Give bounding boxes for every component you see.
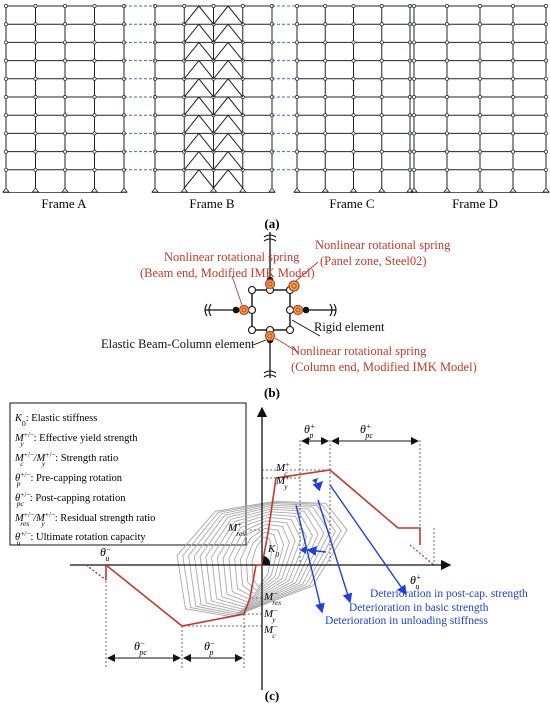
legend-item-mres: M+/−res/M+/−y: Residual strength ratio (14, 510, 155, 528)
legend-item-my: M+/−y: Effective yield strength (14, 430, 138, 448)
label-mc-minus: M−c (263, 622, 278, 640)
column-spring-label-1: Nonlinear rotational spring (291, 344, 427, 358)
panel-spring-label-1: Nonlinear rotational spring (315, 238, 451, 252)
elastic-element-label: Elastic Beam-Column element (101, 337, 255, 351)
legend-item-thetau: θ+/−u: Ultimate rotation capacity (15, 529, 146, 547)
frame-b-label: Frame B (189, 196, 234, 211)
legend-item-k0: K0: Elastic stiffness (14, 413, 97, 428)
deterioration-postcap: Deterioration in post-cap. strength (370, 588, 528, 600)
spring-beam-right-icon (292, 304, 304, 316)
frame-d-label: Frame D (452, 196, 498, 211)
deterioration-basic: Deterioration in basic strength (349, 602, 489, 614)
rigid-element-label: Rigid element (314, 320, 385, 334)
legend-item-thetap: θ+/−p: Pre-capping rotation (15, 470, 123, 488)
beam-spring-label-1: Nonlinear rotational spring (164, 250, 300, 264)
label-thetapc-minus: θ−pc (134, 639, 147, 657)
label-thetapc-plus: θ+pc (360, 422, 373, 440)
spring-column-bottom-icon (264, 330, 276, 342)
label-mres-minus: M−res (263, 589, 281, 607)
deterioration-arrows (295, 481, 407, 614)
label-my-minus: M−y (263, 606, 278, 624)
label-thetau-plus: θ+u (410, 573, 421, 591)
spring-column-top-icon (264, 278, 276, 290)
panel-a-frames (2, 4, 550, 193)
legend-item-mc: M+/−c/M+/−y: Strength ratio (14, 450, 118, 468)
guides (105, 440, 435, 668)
caption-b: (b) (264, 385, 280, 400)
column-spring-label-2: (Column end, Modified IMK Model) (291, 360, 477, 374)
legend-item-thetapc: θ+/−pc: Post-capping rotation (15, 490, 126, 508)
label-mres-plus: M+res (227, 520, 245, 538)
label-my-plus: M+y (275, 473, 290, 491)
spring-panel-icon (288, 280, 300, 292)
label-thetap-plus: θ+p (304, 422, 315, 440)
label-thetau-minus: θ−u (100, 545, 111, 563)
label-k0: K0 (267, 543, 279, 559)
caption-a: (a) (264, 216, 279, 231)
deterioration-unloading: Deterioration in unloading stiffness (325, 615, 489, 627)
beam-spring-label-2: (Beam end, Modified IMK Model) (140, 266, 315, 280)
frame-c-label: Frame C (329, 196, 374, 211)
caption-c: (c) (265, 688, 279, 703)
spring-beam-left-icon (238, 304, 250, 316)
panel-spring-label-2: (Panel zone, Steel02) (320, 254, 427, 268)
frame-a-label: Frame A (41, 196, 87, 211)
label-thetap-minus: θ−p (204, 639, 215, 657)
legend: K0: Elastic stiffness M+/−y: Effective y… (14, 413, 155, 547)
legend-box (9, 402, 247, 546)
backbone-neg-tail (85, 564, 107, 581)
label-mc-plus: M+c (275, 460, 290, 478)
k0-angle-icon (262, 556, 271, 565)
